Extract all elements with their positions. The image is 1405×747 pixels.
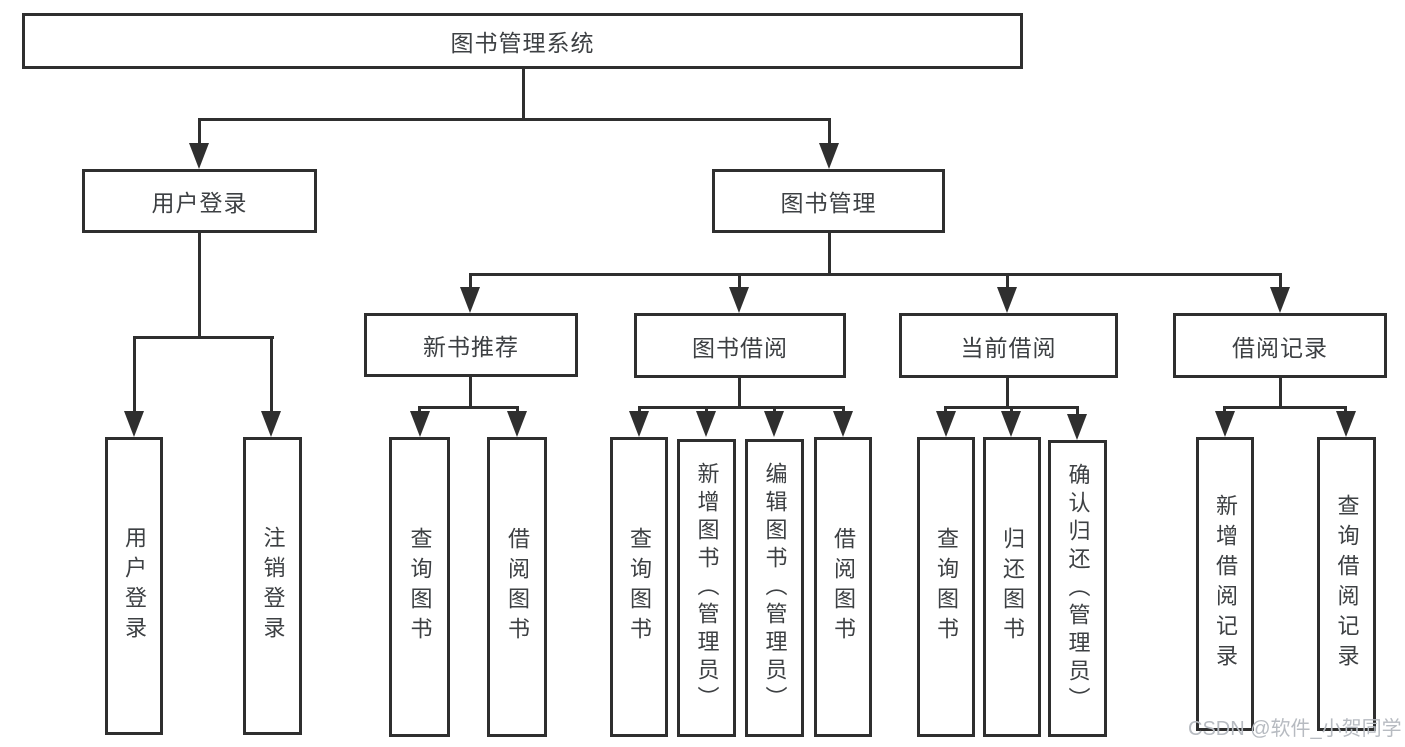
connector-line xyxy=(133,336,274,339)
node-user-login: 用户登录 xyxy=(105,437,163,735)
node-add-book-admin: 新增图书（管理员） xyxy=(677,439,736,737)
connector-line xyxy=(828,118,831,148)
connector-line xyxy=(638,406,845,409)
node-logout: 注销登录 xyxy=(243,437,302,735)
arrow-down-icon xyxy=(833,411,853,437)
connector-line xyxy=(738,378,741,409)
node-borrow-books-2: 借阅图书 xyxy=(814,437,872,737)
arrow-down-icon xyxy=(460,287,480,313)
connector-line xyxy=(522,68,525,120)
node-new-book-recommend: 新书推荐 xyxy=(364,313,578,377)
node-edit-book-admin: 编辑图书（管理员） xyxy=(745,439,804,737)
connector-line xyxy=(828,233,831,276)
node-return-books: 归还图书 xyxy=(983,437,1041,737)
connector-line xyxy=(1279,378,1282,409)
arrow-down-icon xyxy=(124,411,144,437)
node-library-management-system: 图书管理系统 xyxy=(22,13,1023,69)
connector-line xyxy=(198,118,201,148)
connector-line xyxy=(198,233,201,339)
node-current-borrowing: 当前借阅 xyxy=(899,313,1118,378)
node-user-login-group: 用户登录 xyxy=(82,169,317,233)
node-book-management: 图书管理 xyxy=(712,169,945,233)
arrow-down-icon xyxy=(410,411,430,437)
connector-line xyxy=(738,273,741,291)
node-borrow-books-1: 借阅图书 xyxy=(487,437,547,737)
arrow-down-icon xyxy=(1001,411,1021,437)
connector-line xyxy=(469,273,1282,276)
arrow-down-icon xyxy=(1215,411,1235,437)
arrow-down-icon xyxy=(1336,411,1356,437)
arrow-down-icon xyxy=(729,287,749,313)
node-add-borrow-record: 新增借阅记录 xyxy=(1196,437,1254,731)
arrow-down-icon xyxy=(189,143,209,169)
connector-line xyxy=(133,336,136,414)
arrow-down-icon xyxy=(1270,287,1290,313)
arrow-down-icon xyxy=(629,411,649,437)
arrow-down-icon xyxy=(696,411,716,437)
connector-line xyxy=(1076,406,1079,418)
csdn-watermark: CSDN @软件_小贺同学 xyxy=(1188,718,1402,740)
connector-line xyxy=(1006,273,1009,291)
arrow-down-icon xyxy=(261,411,281,437)
node-confirm-return-admin: 确认归还（管理员） xyxy=(1048,440,1107,737)
node-query-books-1: 查询图书 xyxy=(389,437,450,737)
node-borrowing-records: 借阅记录 xyxy=(1173,313,1387,378)
arrow-down-icon xyxy=(819,143,839,169)
arrow-down-icon xyxy=(997,287,1017,313)
arrow-down-icon xyxy=(507,411,527,437)
node-book-borrowing: 图书借阅 xyxy=(634,313,846,378)
connector-line xyxy=(469,273,472,291)
connector-line xyxy=(418,406,519,409)
arrow-down-icon xyxy=(936,411,956,437)
connector-line xyxy=(1223,406,1347,409)
arrow-down-icon xyxy=(1067,414,1087,440)
connector-line xyxy=(469,377,472,409)
connector-line xyxy=(1279,273,1282,291)
node-query-borrow-record: 查询借阅记录 xyxy=(1317,437,1376,731)
connector-line xyxy=(198,118,831,121)
node-query-books-2: 查询图书 xyxy=(610,437,668,737)
connector-line xyxy=(1006,378,1009,409)
arrow-down-icon xyxy=(764,411,784,437)
connector-line xyxy=(270,336,273,414)
node-query-books-3: 查询图书 xyxy=(917,437,975,737)
